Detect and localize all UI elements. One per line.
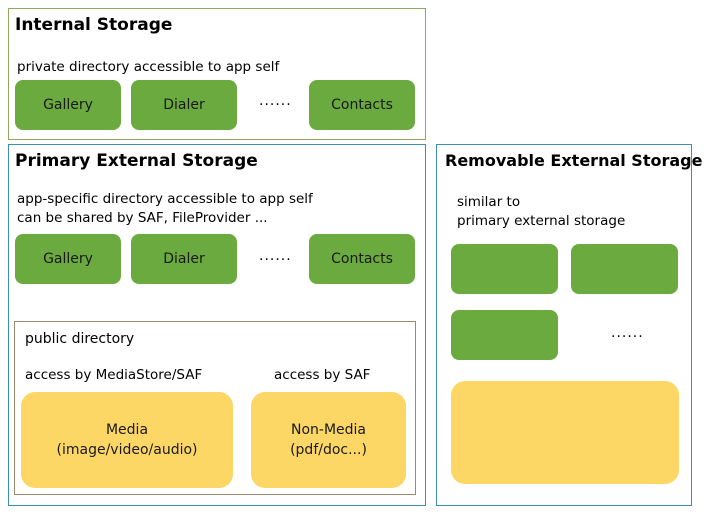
media-access-label: access by MediaStore/SAF <box>25 367 203 383</box>
primary-desc-line2: can be shared by SAF, FileProvider ... <box>17 210 268 226</box>
media-box-sublabel: (image/video/audio) <box>56 442 198 458</box>
internal-dialer-box: Dialer <box>131 80 237 130</box>
primary-ellipsis: ...... <box>259 248 292 264</box>
removable-desc-line1: similar to <box>457 194 521 210</box>
removable-external-title: Removable External Storage <box>445 151 703 170</box>
primary-dialer-box: Dialer <box>131 234 237 284</box>
primary-external-storage-panel: Primary External Storage app-specific di… <box>8 144 426 506</box>
removable-desc-line2: primary external storage <box>457 213 626 229</box>
primary-desc-line1: app-specific directory accessible to app… <box>17 191 313 207</box>
internal-ellipsis: ...... <box>259 93 292 109</box>
media-box-label: Media <box>105 422 149 438</box>
internal-storage-title: Internal Storage <box>15 15 173 35</box>
nonmedia-box-label: Non-Media <box>290 422 366 438</box>
internal-contacts-box: Contacts <box>309 80 415 130</box>
internal-storage-panel: Internal Storage private directory acces… <box>8 8 426 140</box>
removable-green-box-2 <box>571 244 678 294</box>
removable-yellow-box <box>451 381 679 484</box>
primary-gallery-box: Gallery <box>15 234 121 284</box>
internal-gallery-box: Gallery <box>15 80 121 130</box>
nonmedia-box: Non-Media (pdf/doc...) <box>251 392 406 488</box>
removable-ellipsis: ...... <box>611 325 644 341</box>
public-directory-panel: public directory access by MediaStore/SA… <box>14 321 416 495</box>
internal-storage-desc: private directory accessible to app self <box>17 59 280 75</box>
nonmedia-box-sublabel: (pdf/doc...) <box>290 442 367 458</box>
removable-green-box-3 <box>451 310 558 360</box>
removable-external-storage-panel: Removable External Storage similar to pr… <box>436 144 702 506</box>
media-box: Media (image/video/audio) <box>21 392 233 488</box>
primary-external-title: Primary External Storage <box>15 151 258 171</box>
nonmedia-access-label: access by SAF <box>274 367 371 383</box>
primary-contacts-box: Contacts <box>309 234 415 284</box>
removable-green-box-1 <box>451 244 558 294</box>
public-directory-title: public directory <box>25 331 135 347</box>
